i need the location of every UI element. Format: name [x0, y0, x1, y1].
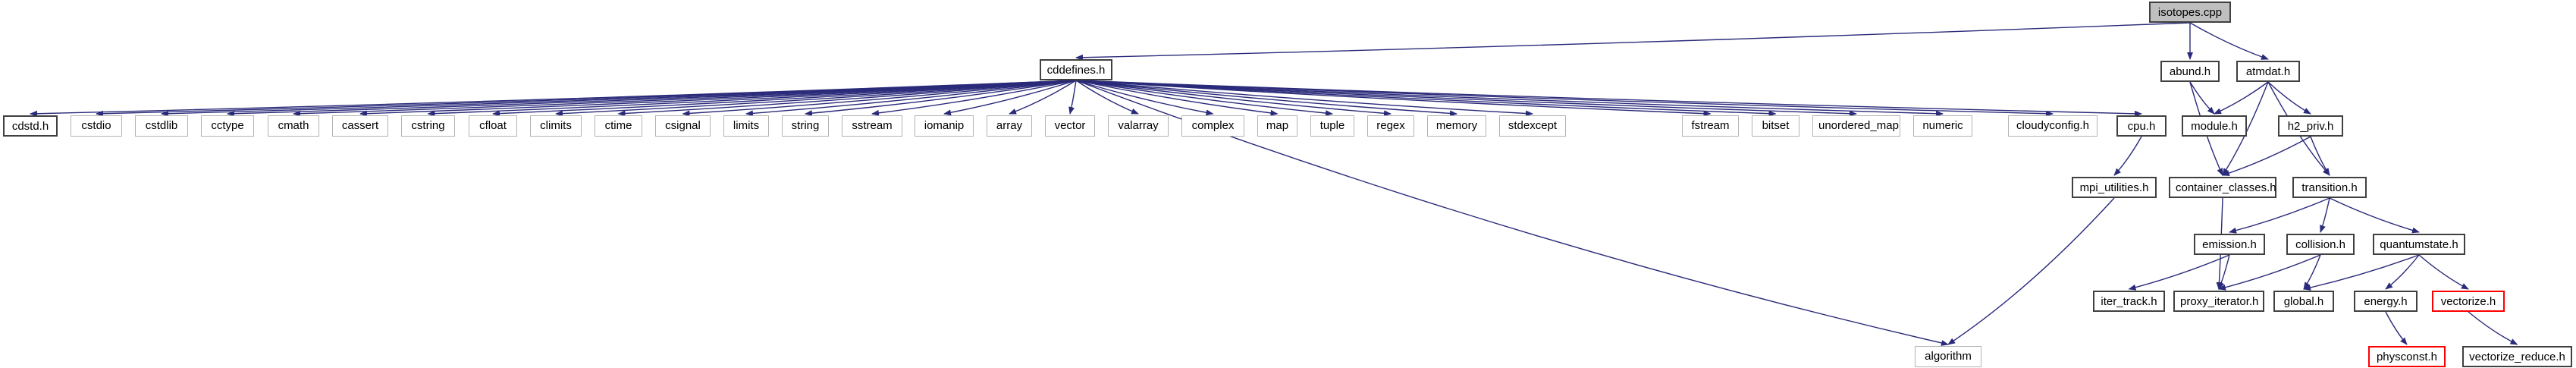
- graph-node-numeric[interactable]: numeric: [1913, 115, 1972, 137]
- edge-cddefines-h-to-cloudyconfig-h: [1075, 80, 2054, 117]
- graph-node-cpu-h[interactable]: cpu.h: [2116, 115, 2167, 137]
- graph-node-collision-h[interactable]: collision.h: [2286, 234, 2355, 255]
- graph-node-cstring[interactable]: cstring: [401, 115, 455, 137]
- edge-cddefines-h-to-iomanip: [943, 80, 1077, 116]
- edge-quantumstate-h-to-vectorize-h: [2418, 254, 2469, 290]
- edge-transition-h-to-collision-h: [2320, 197, 2330, 233]
- edge-cddefines-h-to-sstream: [871, 80, 1077, 116]
- graph-node-iomanip[interactable]: iomanip: [915, 115, 974, 137]
- graph-node-string[interactable]: string: [782, 115, 829, 137]
- edge-cddefines-h-to-limits: [745, 80, 1077, 117]
- graph-node-csignal[interactable]: csignal: [655, 115, 711, 137]
- graph-node-bitset[interactable]: bitset: [1752, 115, 1799, 137]
- edge-atmdat-h-to-h2-priv-h: [2267, 81, 2311, 115]
- graph-node-cassert[interactable]: cassert: [332, 115, 388, 137]
- graph-node-abund-h[interactable]: abund.h: [2160, 61, 2220, 82]
- graph-node-proxy-iterator-h[interactable]: proxy_iterator.h: [2173, 291, 2264, 312]
- graph-node-transition-h[interactable]: transition.h: [2292, 177, 2367, 198]
- graph-node-cmath[interactable]: cmath: [268, 115, 319, 137]
- edge-vectorize-h-to-vectorize-reduce-h: [2468, 311, 2518, 345]
- graph-node-climits[interactable]: climits: [530, 115, 582, 137]
- edge-cddefines-h-to-memory: [1075, 80, 1457, 117]
- edge-cddefines-h-to-regex: [1075, 80, 1392, 117]
- edge-cddefines-h-to-cfloat: [492, 80, 1077, 117]
- graph-node-cfloat[interactable]: cfloat: [469, 115, 517, 137]
- graph-node-array[interactable]: array: [987, 115, 1032, 137]
- graph-node-valarray[interactable]: valarray: [1108, 115, 1169, 137]
- edge-emission-h-to-iter-track-h: [2128, 254, 2230, 291]
- edge-cddefines-h-to-cpu-h: [1075, 80, 2142, 117]
- graph-node-vectorize-reduce-h[interactable]: vectorize_reduce.h: [2462, 346, 2572, 367]
- edge-abund-h-to-module-h: [2189, 81, 2215, 115]
- edge-quantumstate-h-to-energy-h: [2385, 254, 2420, 290]
- edge-cddefines-h-to-climits: [555, 80, 1077, 117]
- graph-node-tuple[interactable]: tuple: [1310, 115, 1354, 137]
- graph-node-vectorize-h[interactable]: vectorize.h: [2432, 291, 2505, 312]
- graph-node-energy-h[interactable]: energy.h: [2354, 291, 2418, 312]
- edge-transition-h-to-quantumstate-h: [2329, 197, 2420, 234]
- edge-energy-h-to-physconst-h: [2385, 311, 2408, 345]
- graph-node-ctime[interactable]: ctime: [595, 115, 642, 137]
- graph-node-limits[interactable]: limits: [723, 115, 769, 137]
- edge-cddefines-h-to-unordered-map: [1075, 80, 1857, 117]
- edge-cddefines-h-to-csignal: [682, 80, 1077, 117]
- edge-cddefines-h-to-valarray: [1075, 80, 1139, 115]
- edge-h2-priv-h-to-transition-h: [2310, 136, 2330, 176]
- graph-node-emission-h[interactable]: emission.h: [2194, 234, 2265, 255]
- graph-node-isotopes-cpp[interactable]: isotopes.cpp: [2149, 2, 2231, 23]
- graph-node-stdexcept[interactable]: stdexcept: [1499, 115, 1566, 137]
- edge-cddefines-h-to-array: [1009, 80, 1077, 115]
- edge-mpi-utilities-h-to-algorithm: [1947, 197, 2115, 345]
- edge-quantumstate-h-to-global-h: [2303, 254, 2420, 291]
- edge-atmdat-h-to-module-h: [2214, 81, 2269, 115]
- edge-cddefines-h-to-numeric: [1075, 80, 1944, 117]
- edge-cddefines-h-to-stdexcept: [1075, 80, 1533, 117]
- graph-node-fstream[interactable]: fstream: [1682, 115, 1739, 137]
- edge-cddefines-h-to-ctime: [617, 80, 1077, 117]
- graph-node-atmdat-h[interactable]: atmdat.h: [2236, 61, 2300, 82]
- edge-cddefines-h-to-cassert: [359, 80, 1077, 117]
- edge-cddefines-h-to-map: [1075, 80, 1279, 116]
- edge-cddefines-h-to-cstring: [427, 80, 1077, 117]
- graph-node-global-h[interactable]: global.h: [2273, 291, 2334, 312]
- graph-node-iter-track-h[interactable]: iter_track.h: [2093, 291, 2165, 312]
- edge-isotopes-cpp-to-cddefines-h: [1075, 22, 2191, 61]
- graph-node-regex[interactable]: regex: [1367, 115, 1414, 137]
- graph-node-sstream[interactable]: sstream: [842, 115, 902, 137]
- edge-cddefines-h-to-complex: [1075, 80, 1214, 116]
- graph-node-cstdlib[interactable]: cstdlib: [135, 115, 188, 137]
- graph-node-cloudyconfig-h[interactable]: cloudyconfig.h: [2008, 115, 2098, 137]
- graph-node-mpi-utilities-h[interactable]: mpi_utilities.h: [2072, 177, 2157, 198]
- graph-node-cstdio[interactable]: cstdio: [71, 115, 122, 137]
- graph-node-memory[interactable]: memory: [1427, 115, 1486, 137]
- edge-cddefines-h-to-cmath: [293, 80, 1077, 117]
- graph-node-module-h[interactable]: module.h: [2182, 115, 2247, 137]
- graph-node-complex[interactable]: complex: [1181, 115, 1244, 137]
- graph-node-cctype[interactable]: cctype: [201, 115, 254, 137]
- edge-h2-priv-h-to-container-classes-h: [2222, 136, 2311, 176]
- edge-transition-h-to-emission-h: [2229, 197, 2330, 234]
- graph-node-cdstd-h[interactable]: cdstd.h: [3, 115, 58, 137]
- edge-collision-h-to-proxy-iterator-h: [2218, 254, 2321, 291]
- edge-cddefines-h-to-bitset: [1075, 80, 1777, 117]
- edge-cddefines-h-to-tuple: [1075, 80, 1333, 117]
- edge-cddefines-h-to-vector: [1068, 80, 1077, 115]
- edge-cpu-h-to-mpi-utilities-h: [2113, 136, 2142, 176]
- edge-collision-h-to-global-h: [2303, 254, 2321, 290]
- graph-node-vector[interactable]: vector: [1045, 115, 1095, 137]
- graph-node-container-classes-h[interactable]: container_classes.h: [2169, 177, 2276, 198]
- graph-node-map[interactable]: map: [1257, 115, 1297, 137]
- edge-cddefines-h-to-string: [805, 80, 1077, 117]
- graph-node-unordered-map[interactable]: unordered_map: [1812, 115, 1900, 137]
- graph-node-algorithm[interactable]: algorithm: [1915, 346, 1981, 367]
- edge-isotopes-cpp-to-atmdat-h: [2189, 22, 2269, 60]
- graph-node-cddefines-h[interactable]: cddefines.h: [1040, 59, 1112, 80]
- graph-node-quantumstate-h[interactable]: quantumstate.h: [2373, 234, 2465, 255]
- graph-node-physconst-h[interactable]: physconst.h: [2368, 346, 2446, 367]
- graph-node-h2-priv-h[interactable]: h2_priv.h: [2278, 115, 2343, 137]
- edge-group: [30, 22, 2518, 346]
